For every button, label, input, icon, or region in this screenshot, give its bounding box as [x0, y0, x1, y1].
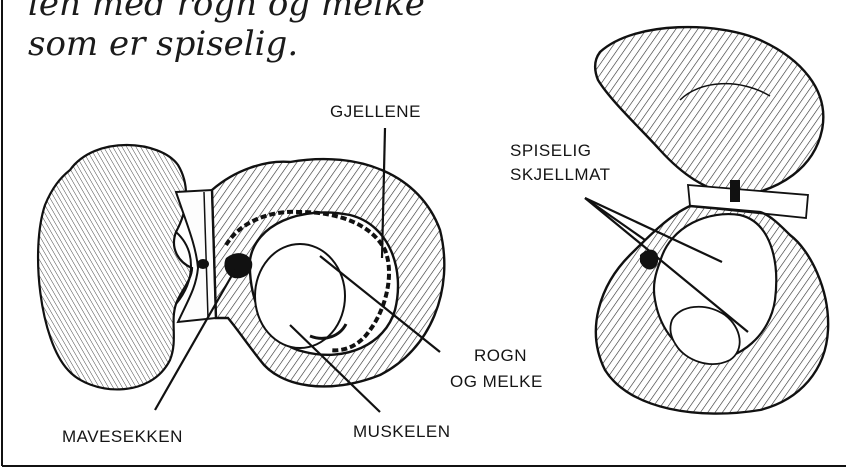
right-scallop-lower-valve — [596, 206, 828, 414]
caption-line-2: som er spiselig. — [28, 24, 425, 64]
left-scallop-flat-valve — [38, 145, 192, 389]
label-roe-line-2: OG MELKE — [450, 372, 543, 392]
label-edible-line-1: SPISELIG — [510, 141, 591, 161]
label-roe-line-1: ROGN — [474, 346, 527, 366]
label-edible-line-2: SKJELLMAT — [510, 165, 611, 185]
label-muscle: MUSKELEN — [353, 422, 451, 442]
caption-line-1: len med rogn og melke — [28, 0, 425, 24]
left-scallop-hinge — [176, 190, 216, 322]
left-scallop-open-valve — [212, 159, 444, 386]
caption-text: len med rogn og melke som er spiselig. — [28, 0, 425, 64]
right-scallop-upper-valve — [595, 27, 823, 196]
label-stomach: MAVESEKKEN — [62, 427, 183, 447]
label-gills: GJELLENE — [330, 102, 421, 122]
